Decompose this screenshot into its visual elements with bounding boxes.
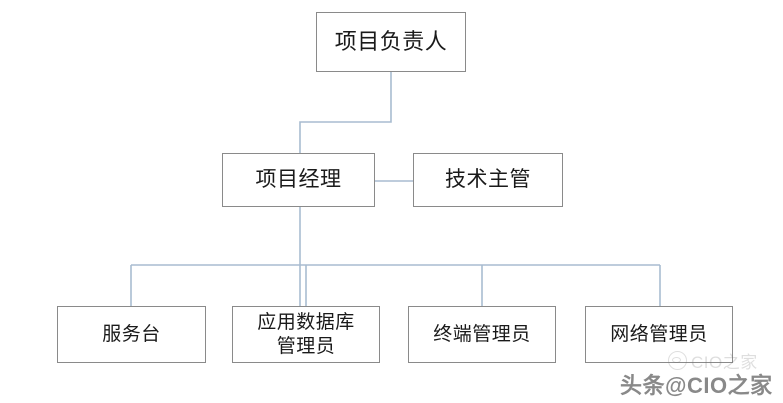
node-project-manager[interactable]: 项目经理 <box>222 153 375 207</box>
watermark-main-text: 头条@CIO之家 <box>620 373 773 398</box>
node-project-director[interactable]: 项目负责人 <box>316 12 466 72</box>
node-network-admin-label: 网络管理员 <box>610 323 708 345</box>
node-service-desk-label: 服务台 <box>102 323 161 345</box>
node-network-admin[interactable]: 网络管理员 <box>585 306 733 363</box>
node-project-director-label: 项目负责人 <box>334 28 448 54</box>
node-terminal-admin-label: 终端管理员 <box>433 323 531 345</box>
node-technical-supervisor[interactable]: 技术主管 <box>413 153 563 207</box>
node-project-manager-label: 项目经理 <box>255 167 342 192</box>
edge-root-to-manager <box>299 72 392 153</box>
node-app-db-admin-label: 应用数据库 管理员 <box>257 312 355 357</box>
node-app-db-admin[interactable]: 应用数据库 管理员 <box>232 306 380 363</box>
node-service-desk[interactable]: 服务台 <box>57 306 206 363</box>
node-terminal-admin[interactable]: 终端管理员 <box>408 306 556 363</box>
node-technical-supervisor-label: 技术主管 <box>445 167 531 192</box>
